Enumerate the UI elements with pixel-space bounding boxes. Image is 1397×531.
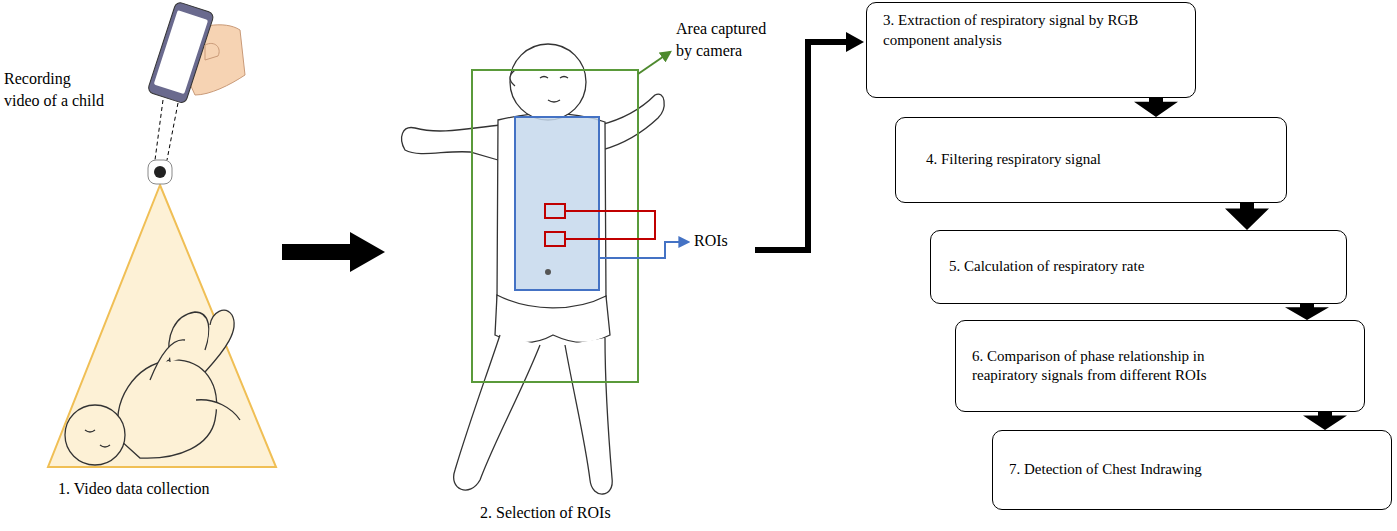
lying-baby [65, 310, 240, 465]
roi-leader [599, 242, 688, 258]
roi-box [545, 232, 565, 246]
caption-text: Recording video of a child [4, 68, 104, 111]
step-text: 5. Calculation of respiratory rate [949, 257, 1329, 277]
baby-figure [402, 44, 665, 494]
flow-arrow [282, 232, 385, 272]
roi-leader [565, 238, 655, 240]
leader-line [638, 52, 670, 74]
process-box: 5. Calculation of respiratory rate [930, 230, 1347, 304]
flow-arrow [1134, 98, 1178, 117]
chest-roi [515, 117, 599, 290]
process-box: 4. Filtering respiratory signal [895, 117, 1287, 203]
callout-label: ROIs [694, 230, 754, 252]
roi-box [545, 204, 565, 218]
camera-view [48, 185, 276, 467]
step-text: 4. Filtering respiratory signal [926, 150, 1278, 170]
process-box: 6. Comparison of phase relationship in r… [955, 320, 1365, 412]
phone [147, 1, 214, 104]
flow-arrow [1285, 304, 1329, 320]
step-text: 6. Comparison of phase relationship in r… [972, 347, 1232, 386]
step-text: 3. Extraction of respiratory signal by R… [883, 11, 1183, 50]
callout-label: Area captured by camera [676, 18, 776, 61]
flow-arrow [1303, 412, 1347, 430]
step-label: 2. Selection of ROIs [480, 502, 680, 524]
flow-arrow [755, 42, 848, 250]
step-label: 1. Video data collection [58, 478, 278, 500]
process-box: 3. Extraction of respiratory signal by R… [866, 2, 1196, 98]
roi-leader [565, 211, 655, 240]
capture-area [472, 70, 638, 382]
flow-arrow [1225, 203, 1269, 230]
step-text: 7. Detection of Chest Indrawing [1009, 460, 1369, 480]
camera [148, 160, 172, 184]
dashed-line [167, 103, 178, 160]
dashed-line [155, 100, 163, 160]
process-box: 7. Detection of Chest Indrawing [992, 430, 1392, 510]
